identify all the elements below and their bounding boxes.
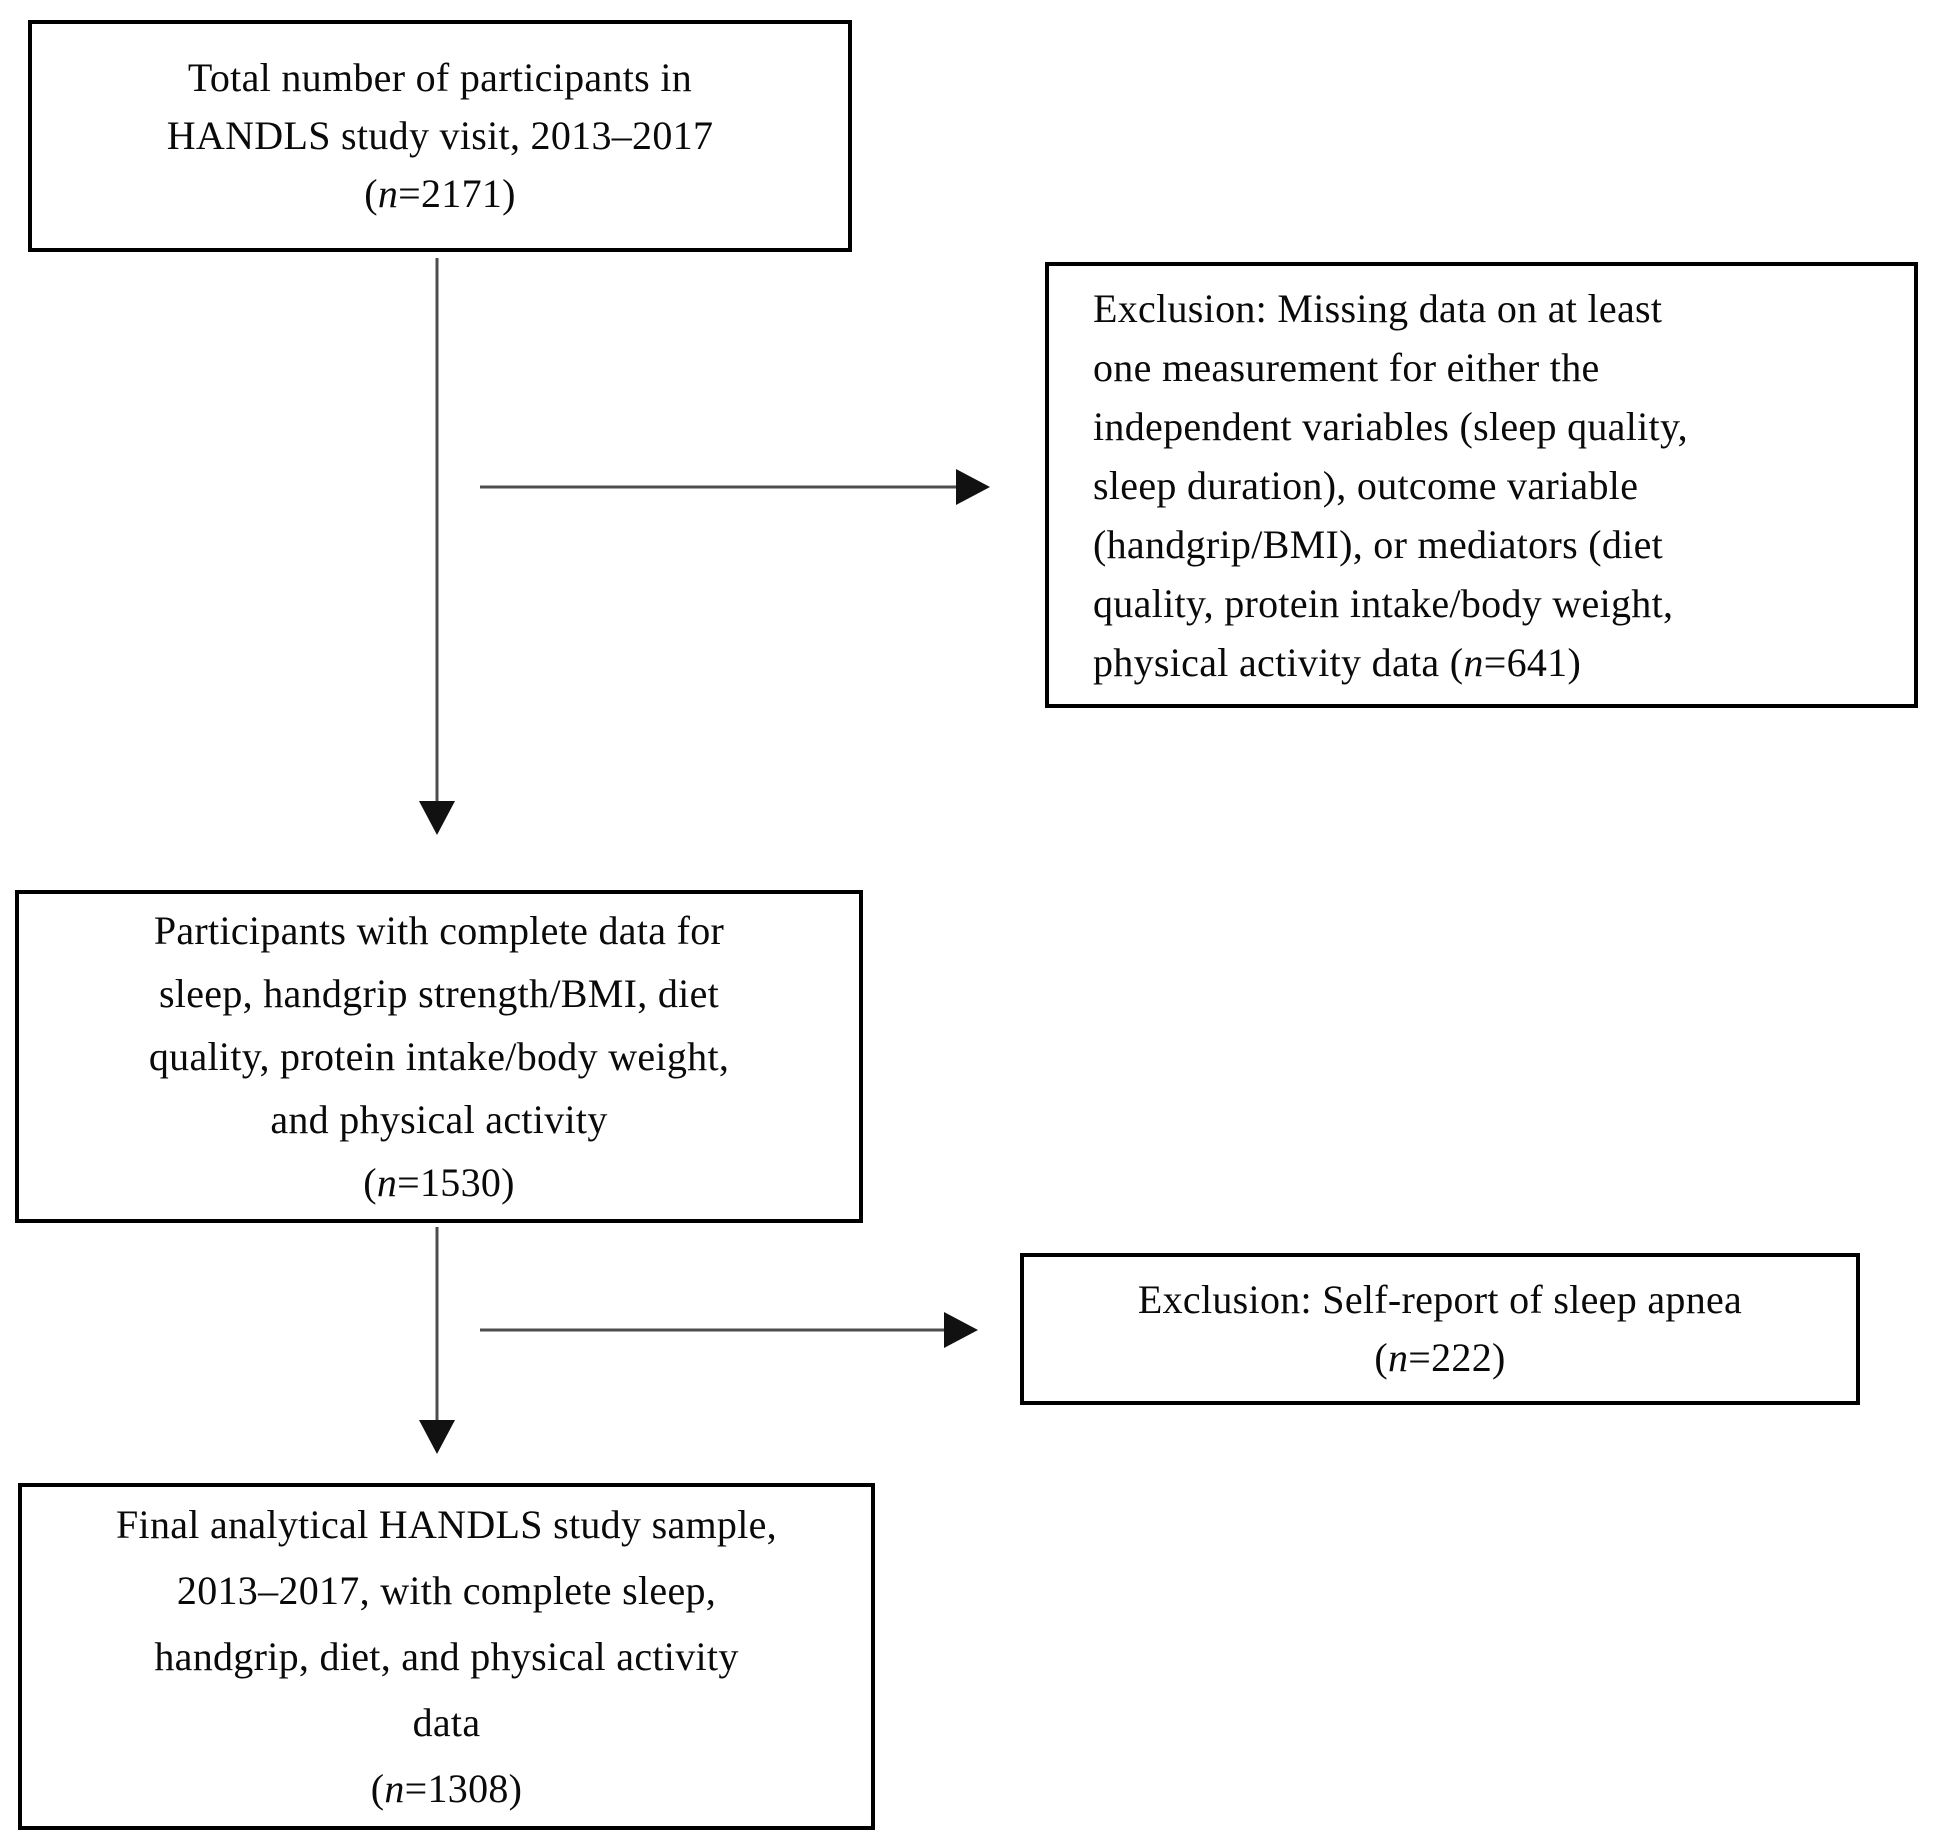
box-exclusion-sleep-apnea: Exclusion: Self-report of sleep apnea (n… — [1020, 1253, 1860, 1405]
box-line: independent variables (sleep quality, — [1093, 403, 1688, 449]
sample-size: (n=222) — [1374, 1335, 1506, 1380]
arrow-to-exclusion-apnea — [480, 1312, 978, 1348]
n-symbol: n — [384, 1765, 405, 1811]
box-line: sleep duration), outcome variable — [1093, 462, 1639, 508]
arrow-complete-to-final — [419, 1227, 455, 1454]
arrowhead-right-1 — [956, 469, 990, 505]
box-line: (handgrip/BMI), or mediators (diet — [1093, 521, 1664, 567]
arrow-total-to-complete — [419, 258, 455, 835]
box-exclusion-missing-data: Exclusion: Missing data on at least one … — [1045, 262, 1918, 708]
box-final-sample: Final analytical HANDLS study sample, 20… — [18, 1483, 875, 1830]
box-line: data — [412, 1699, 481, 1745]
arrowhead-right-2 — [944, 1312, 978, 1348]
box-complete-data: Participants with complete data for slee… — [15, 890, 863, 1223]
arrowhead-down-2 — [419, 1420, 455, 1454]
box-line: 2013–2017, with complete sleep, — [176, 1567, 717, 1613]
box-line: Exclusion: Missing data on at least — [1093, 285, 1663, 331]
box-total-participants: Total number of participants in HANDLS s… — [28, 20, 852, 252]
arrow-to-exclusion-missing — [480, 469, 990, 505]
box-line: handgrip, diet, and physical activity — [154, 1633, 739, 1679]
sample-size: physical activity data (n=641) — [1093, 639, 1582, 685]
box-line: sleep, handgrip strength/BMI, diet — [158, 971, 720, 1016]
box-line: Participants with complete data for — [153, 908, 725, 953]
n-symbol: n — [1387, 1335, 1409, 1380]
n-symbol: n — [1463, 639, 1484, 685]
sample-size: (n=1530) — [363, 1160, 515, 1205]
sample-size: (n=1308) — [370, 1765, 523, 1811]
n-symbol: n — [377, 171, 399, 216]
arrowhead-down-1 — [419, 801, 455, 835]
n-symbol: n — [376, 1160, 398, 1205]
sample-size: (n=2171) — [364, 171, 516, 216]
box-line: quality, protein intake/body weight, — [1093, 580, 1674, 626]
box-line: HANDLS study visit, 2013–2017 — [166, 113, 714, 158]
box-line: quality, protein intake/body weight, — [148, 1034, 730, 1079]
box-line: Final analytical HANDLS study sample, — [115, 1501, 777, 1547]
box-line: Exclusion: Self-report of sleep apnea — [1137, 1277, 1743, 1322]
box-line: one measurement for either the — [1093, 344, 1600, 390]
box-line: Total number of participants in — [187, 55, 693, 100]
box-line: and physical activity — [270, 1097, 608, 1142]
